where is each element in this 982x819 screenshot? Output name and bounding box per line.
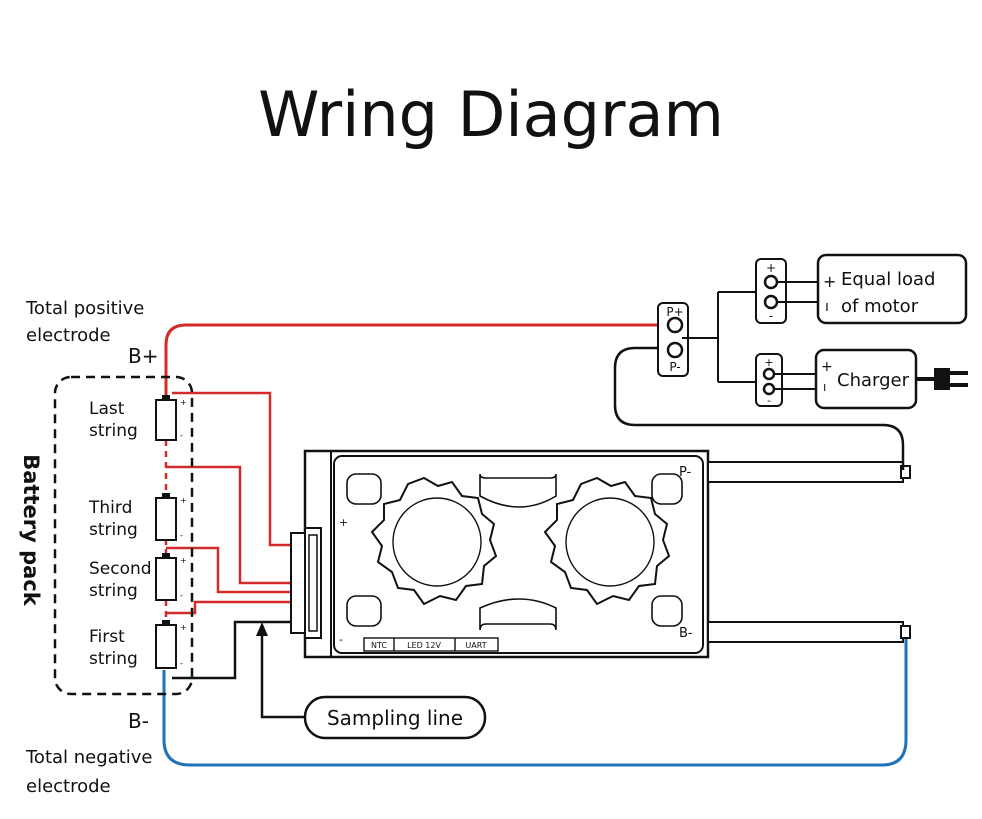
svg-text:string: string (89, 421, 138, 441)
svg-text:string: string (89, 649, 138, 669)
sampling-line-label: Sampling line (327, 706, 463, 730)
svg-text:-: - (767, 394, 771, 407)
svg-text:+: + (180, 556, 187, 565)
port-ntc: NTC (371, 641, 387, 650)
string-label-third: Third (88, 498, 132, 518)
svg-text:ı: ı (823, 380, 826, 394)
svg-text:-: - (180, 431, 183, 440)
svg-text:+: + (766, 261, 776, 275)
svg-text:ı: ı (825, 299, 829, 315)
svg-text:+: + (764, 356, 773, 369)
equal-load-label: Equal load (841, 269, 935, 290)
svg-text:string: string (89, 581, 138, 601)
p-plus-label: P+ (666, 305, 683, 319)
b-minus-lead (707, 621, 904, 643)
svg-text:-: - (769, 309, 773, 323)
p-minus-label: P- (669, 360, 680, 374)
cell-polarity-marks: + - + - + - + - (180, 398, 187, 668)
svg-text:+: + (180, 623, 187, 632)
svg-text:-: - (180, 659, 183, 668)
b-minus-sample-wire (172, 620, 298, 680)
svg-text:-: - (180, 531, 183, 540)
svg-text:-: - (180, 591, 183, 600)
battery-pack-label: Battery pack (19, 454, 43, 607)
string-labels: Last string Third string Second string F… (88, 399, 152, 669)
b-minus-label: B- (128, 709, 149, 733)
svg-text:electrode: electrode (26, 325, 111, 346)
total-negative-label: Total negative (25, 747, 152, 768)
plug-icon (916, 368, 968, 390)
b-plus-label: B+ (128, 344, 158, 368)
svg-text:electrode: electrode (26, 776, 111, 797)
fan-right (543, 476, 671, 606)
battery-cells (155, 395, 177, 669)
battery-pack-box (53, 375, 194, 696)
load-terminal (755, 258, 822, 324)
svg-text:string: string (89, 520, 138, 540)
p-minus-lead (707, 461, 904, 483)
sampling-line-box (303, 695, 487, 740)
p-minus-wire (613, 346, 905, 470)
string-label-last: Last (89, 399, 125, 419)
svg-text:of motor: of motor (841, 296, 919, 317)
negative-wire (162, 634, 908, 767)
diagram-title: Wring Diagram (258, 78, 724, 151)
port-led: LED 12V (407, 641, 441, 650)
sampling-wires (164, 391, 298, 620)
svg-text:+: + (339, 516, 348, 529)
positive-wire (164, 323, 666, 400)
total-positive-label: Total positive (25, 298, 144, 319)
string-label-second: Second (89, 559, 152, 579)
board-p-minus-label: P- (679, 465, 692, 480)
fan-left (370, 476, 498, 606)
p-terminal-block (657, 302, 689, 377)
port-uart: UART (465, 641, 486, 650)
output-branch-wires (682, 291, 756, 383)
bms-board: + - P- B- NTC LED 12V UART (290, 449, 911, 659)
string-label-first: First (89, 627, 125, 647)
svg-text:+: + (821, 359, 833, 375)
charger-label: Charger (837, 370, 910, 391)
equal-load-box (816, 253, 968, 325)
svg-text:+: + (823, 272, 836, 291)
svg-text:+: + (180, 398, 187, 407)
svg-text:-: - (339, 633, 343, 646)
board-ports (363, 637, 499, 652)
board-b-minus-label: B- (679, 626, 693, 641)
svg-text:+: + (180, 496, 187, 505)
sampling-line-pointer (256, 622, 305, 719)
charger-terminal (755, 353, 818, 407)
